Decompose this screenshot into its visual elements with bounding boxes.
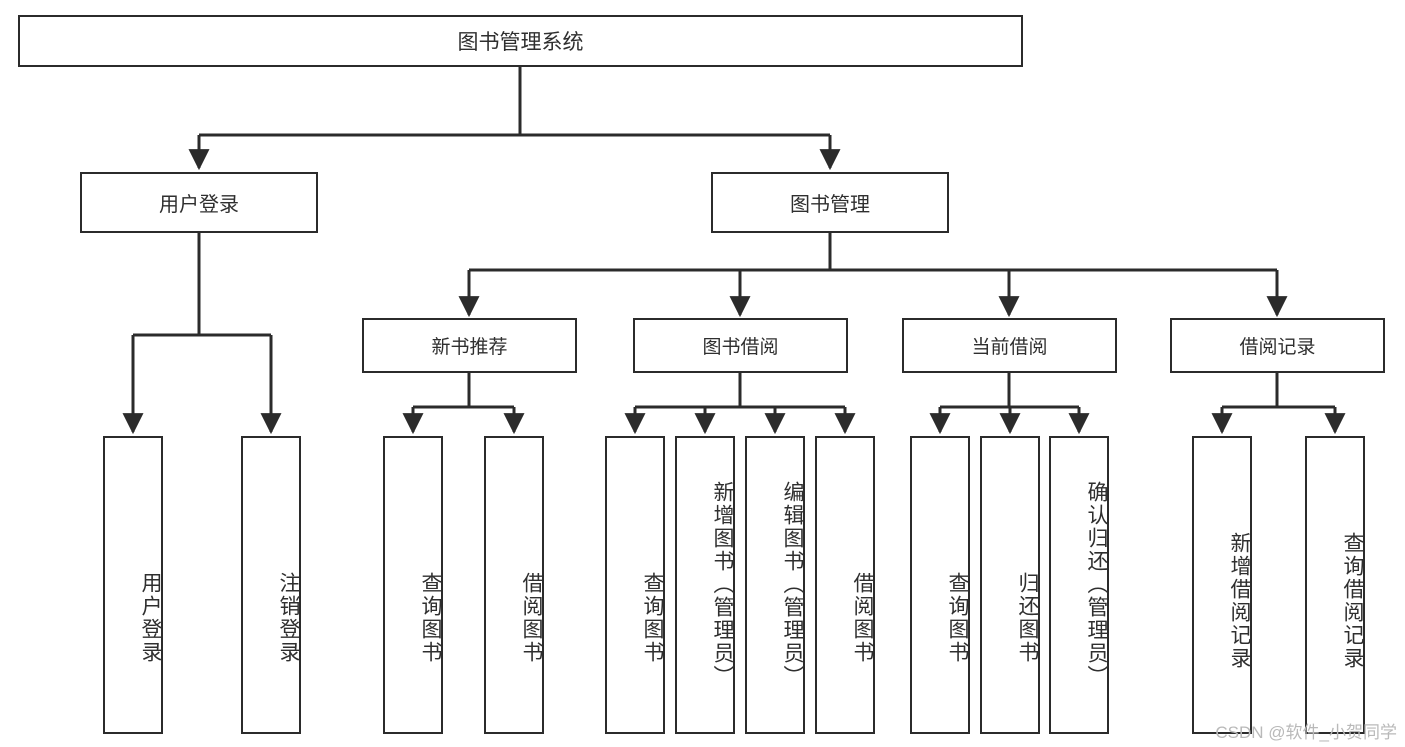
node-label: 归还图书 bbox=[1016, 572, 1039, 664]
node-root-book-management-system[interactable]: 图书管理系统 bbox=[18, 15, 1023, 67]
node-label: 新书推荐 bbox=[431, 337, 508, 358]
node-leaf-borrow-book-2[interactable]: 借阅图书 bbox=[815, 436, 875, 734]
node-label: 确认归还（管理员） bbox=[1085, 480, 1108, 688]
node-leaf-logout[interactable]: 注销登录 bbox=[241, 436, 301, 734]
node-leaf-user-login[interactable]: 用户登录 bbox=[103, 436, 163, 734]
node-label: 新增借阅记录 bbox=[1228, 532, 1251, 670]
node-leaf-return-book[interactable]: 归还图书 bbox=[980, 436, 1040, 734]
node-book-management[interactable]: 图书管理 bbox=[711, 172, 949, 233]
node-leaf-confirm-return-admin[interactable]: 确认归还（管理员） bbox=[1049, 436, 1109, 734]
node-label: 新增图书（管理员） bbox=[711, 480, 734, 688]
node-label: 编辑图书（管理员） bbox=[781, 480, 804, 688]
node-leaf-query-book-1[interactable]: 查询图书 bbox=[383, 436, 443, 734]
node-borrow-record[interactable]: 借阅记录 bbox=[1170, 318, 1385, 373]
csdn-watermark: CSDN @软件_小贺同学 bbox=[1215, 723, 1397, 742]
node-label: 用户登录 bbox=[159, 194, 239, 216]
node-label: 用户登录 bbox=[139, 572, 162, 664]
node-label: 借阅图书 bbox=[851, 572, 874, 664]
node-leaf-add-book-admin[interactable]: 新增图书（管理员） bbox=[675, 436, 735, 734]
node-label: 查询图书 bbox=[641, 572, 664, 664]
node-label: 查询图书 bbox=[419, 572, 442, 664]
node-leaf-query-book-3[interactable]: 查询图书 bbox=[910, 436, 970, 734]
node-label: 图书管理 bbox=[790, 194, 870, 216]
node-label: 当前借阅 bbox=[971, 337, 1048, 358]
node-label: 借阅图书 bbox=[520, 572, 543, 664]
node-label: 图书借阅 bbox=[702, 337, 779, 358]
node-book-borrow[interactable]: 图书借阅 bbox=[633, 318, 848, 373]
node-leaf-query-book-2[interactable]: 查询图书 bbox=[605, 436, 665, 734]
node-leaf-query-borrow-record[interactable]: 查询借阅记录 bbox=[1305, 436, 1365, 734]
node-label: 借阅记录 bbox=[1239, 337, 1316, 358]
node-leaf-edit-book-admin[interactable]: 编辑图书（管理员） bbox=[745, 436, 805, 734]
node-leaf-add-borrow-record[interactable]: 新增借阅记录 bbox=[1192, 436, 1252, 734]
node-label: 查询图书 bbox=[946, 572, 969, 664]
node-user-login[interactable]: 用户登录 bbox=[80, 172, 318, 233]
node-label: 查询借阅记录 bbox=[1341, 532, 1364, 670]
node-label: 注销登录 bbox=[277, 572, 300, 664]
node-label: 图书管理系统 bbox=[457, 31, 584, 54]
node-new-book-recommend[interactable]: 新书推荐 bbox=[362, 318, 577, 373]
node-leaf-borrow-book-1[interactable]: 借阅图书 bbox=[484, 436, 544, 734]
node-current-borrow[interactable]: 当前借阅 bbox=[902, 318, 1117, 373]
